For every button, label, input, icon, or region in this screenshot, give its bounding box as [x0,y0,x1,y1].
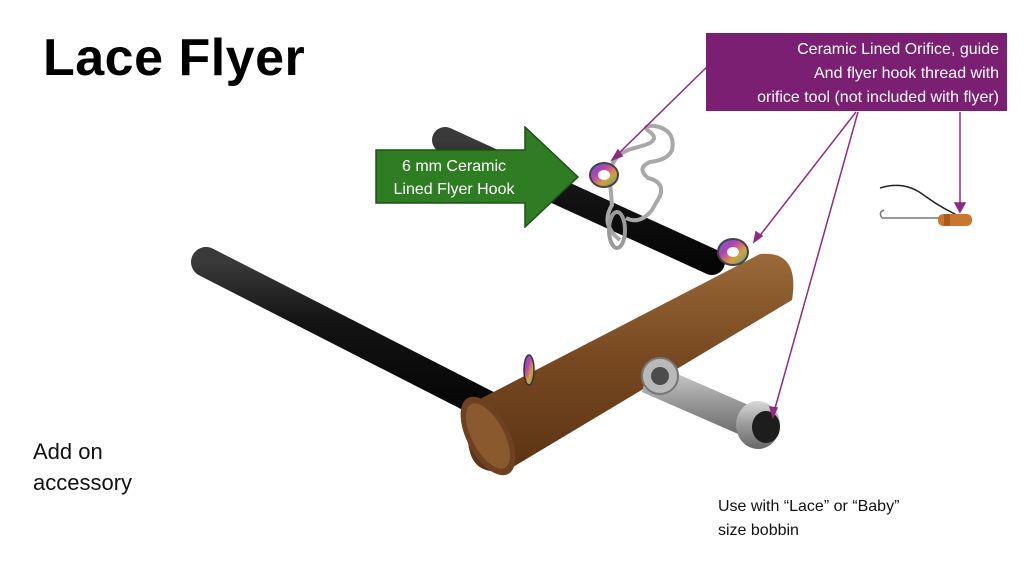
orifice-tool-icon [879,184,972,226]
addon-line-1: Add on [33,439,103,464]
note-line-2: size bobbin [718,522,799,539]
callout-line-1: Ceramic Lined Orifice, guide [797,41,999,58]
orifice-callout: Ceramic Lined Orifice, guide And flyer h… [706,33,1007,111]
orifice-guide-icon [717,238,749,266]
wooden-crossbar [460,253,794,476]
hook-label-line-1: 6 mm Ceramic [401,158,506,175]
hook-label-arrow [375,126,580,228]
bobbin-note: Use with “Lace” or “Baby” size bobbin [718,495,899,543]
addon-label: Add on accessory [33,436,132,498]
callout-arrows [610,59,967,420]
page-title: Lace Flyer [43,29,306,87]
note-line-1: Use with “Lace” or “Baby” [718,498,900,515]
front-flyer-arm [191,247,507,423]
metal-shaft [641,357,780,449]
hook-label-line-2: Lined Flyer Hook [393,181,515,198]
addon-line-2: accessory [33,470,133,495]
flyer-hook-wire [589,123,675,250]
callout-line-2: And flyer hook thread with [814,65,999,82]
callout-line-3: orifice tool (not included with flyer) [757,89,999,106]
small-guide-icon [523,354,535,386]
hook-label: 6 mm Ceramic Lined Flyer Hook [380,155,528,201]
